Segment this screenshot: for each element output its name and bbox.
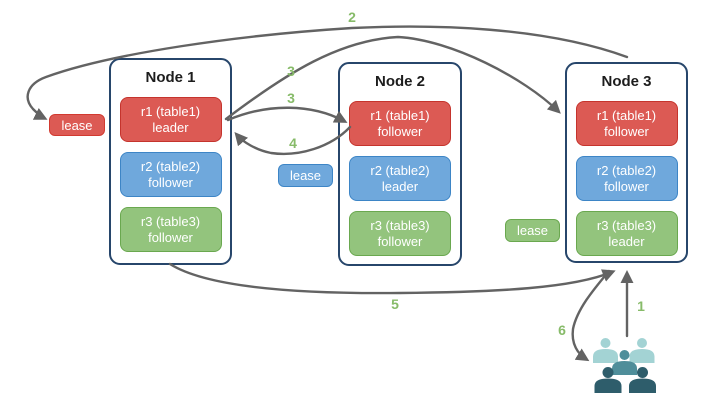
replica-role: leader xyxy=(152,119,189,135)
node3-replicas: r1 (table1) follower r2 (table2) followe… xyxy=(575,101,678,256)
node2-title: Node 2 xyxy=(374,73,425,90)
lease-badge-table2: lease xyxy=(278,164,333,187)
step-label-6: 6 xyxy=(558,322,566,338)
replica-role: follower xyxy=(604,123,649,139)
replica-role: follower xyxy=(377,123,423,139)
replica-name: r1 (table1) xyxy=(370,107,430,123)
step-label-2: 2 xyxy=(348,9,356,25)
replica-name: r1 (table1) xyxy=(596,107,657,123)
node2-box: Node 2 r1 (table1) follower r2 (table2) … xyxy=(338,62,462,266)
user-figure-top-right xyxy=(629,338,655,363)
replica-name: r2 (table2) xyxy=(370,162,430,178)
node1-box: Node 1 r1 (table1) leader r2 (table2) fo… xyxy=(109,58,232,265)
user-figure-top-left xyxy=(593,338,618,363)
user-figure-bottom-right xyxy=(629,367,656,393)
arrow-step3-leader-to-node2 xyxy=(226,106,348,123)
node2-replicas: r1 (table1) follower r2 (table2) leader … xyxy=(349,101,451,256)
step-label-3a: 3 xyxy=(287,63,295,79)
replica-name: r2 (table2) xyxy=(596,162,657,178)
replica-role: follower xyxy=(377,233,423,249)
arrow-step5-node1-to-node3 xyxy=(168,262,616,295)
step-label-1: 1 xyxy=(637,298,645,314)
replica-role: follower xyxy=(148,174,193,190)
node3-replica-r2: r2 (table2) follower xyxy=(575,156,678,201)
replica-role: leader xyxy=(381,178,419,194)
node2-replica-r2: r2 (table2) leader xyxy=(349,156,451,201)
node1-replica-r3: r3 (table3) follower xyxy=(119,207,222,252)
lease-badge-table3: lease xyxy=(505,219,560,242)
users-group-icon xyxy=(593,338,656,393)
replica-name: r3 (table3) xyxy=(596,217,657,233)
user-figure-bottom-left xyxy=(594,367,622,393)
replica-role: follower xyxy=(604,178,649,194)
node3-box: Node 3 r1 (table1) follower r2 (table2) … xyxy=(565,62,688,263)
node3-replica-r1: r1 (table1) follower xyxy=(575,101,678,146)
user-figure-center xyxy=(612,350,637,375)
step-label-5: 5 xyxy=(391,296,399,312)
replica-role: follower xyxy=(148,229,193,245)
replica-name: r3 (table3) xyxy=(140,213,201,229)
node1-replica-r1: r1 (table1) leader xyxy=(119,97,222,142)
node3-replica-r3: r3 (table3) leader xyxy=(575,211,678,256)
replica-role: leader xyxy=(608,233,645,249)
step-label-3b: 3 xyxy=(287,90,295,106)
node2-replica-r1: r1 (table1) follower xyxy=(349,101,451,146)
replica-name: r2 (table2) xyxy=(140,158,201,174)
replica-name: r3 (table3) xyxy=(370,217,430,233)
replica-name: r1 (table1) xyxy=(140,103,201,119)
step-label-4: 4 xyxy=(289,135,297,151)
node2-replica-r3: r3 (table3) follower xyxy=(349,211,451,256)
node1-replica-r2: r2 (table2) follower xyxy=(119,152,222,197)
lease-badge-table1: lease xyxy=(49,114,105,136)
node1-replicas: r1 (table1) leader r2 (table2) follower … xyxy=(119,97,222,252)
node1-title: Node 1 xyxy=(145,69,196,86)
node3-title: Node 3 xyxy=(601,73,652,90)
